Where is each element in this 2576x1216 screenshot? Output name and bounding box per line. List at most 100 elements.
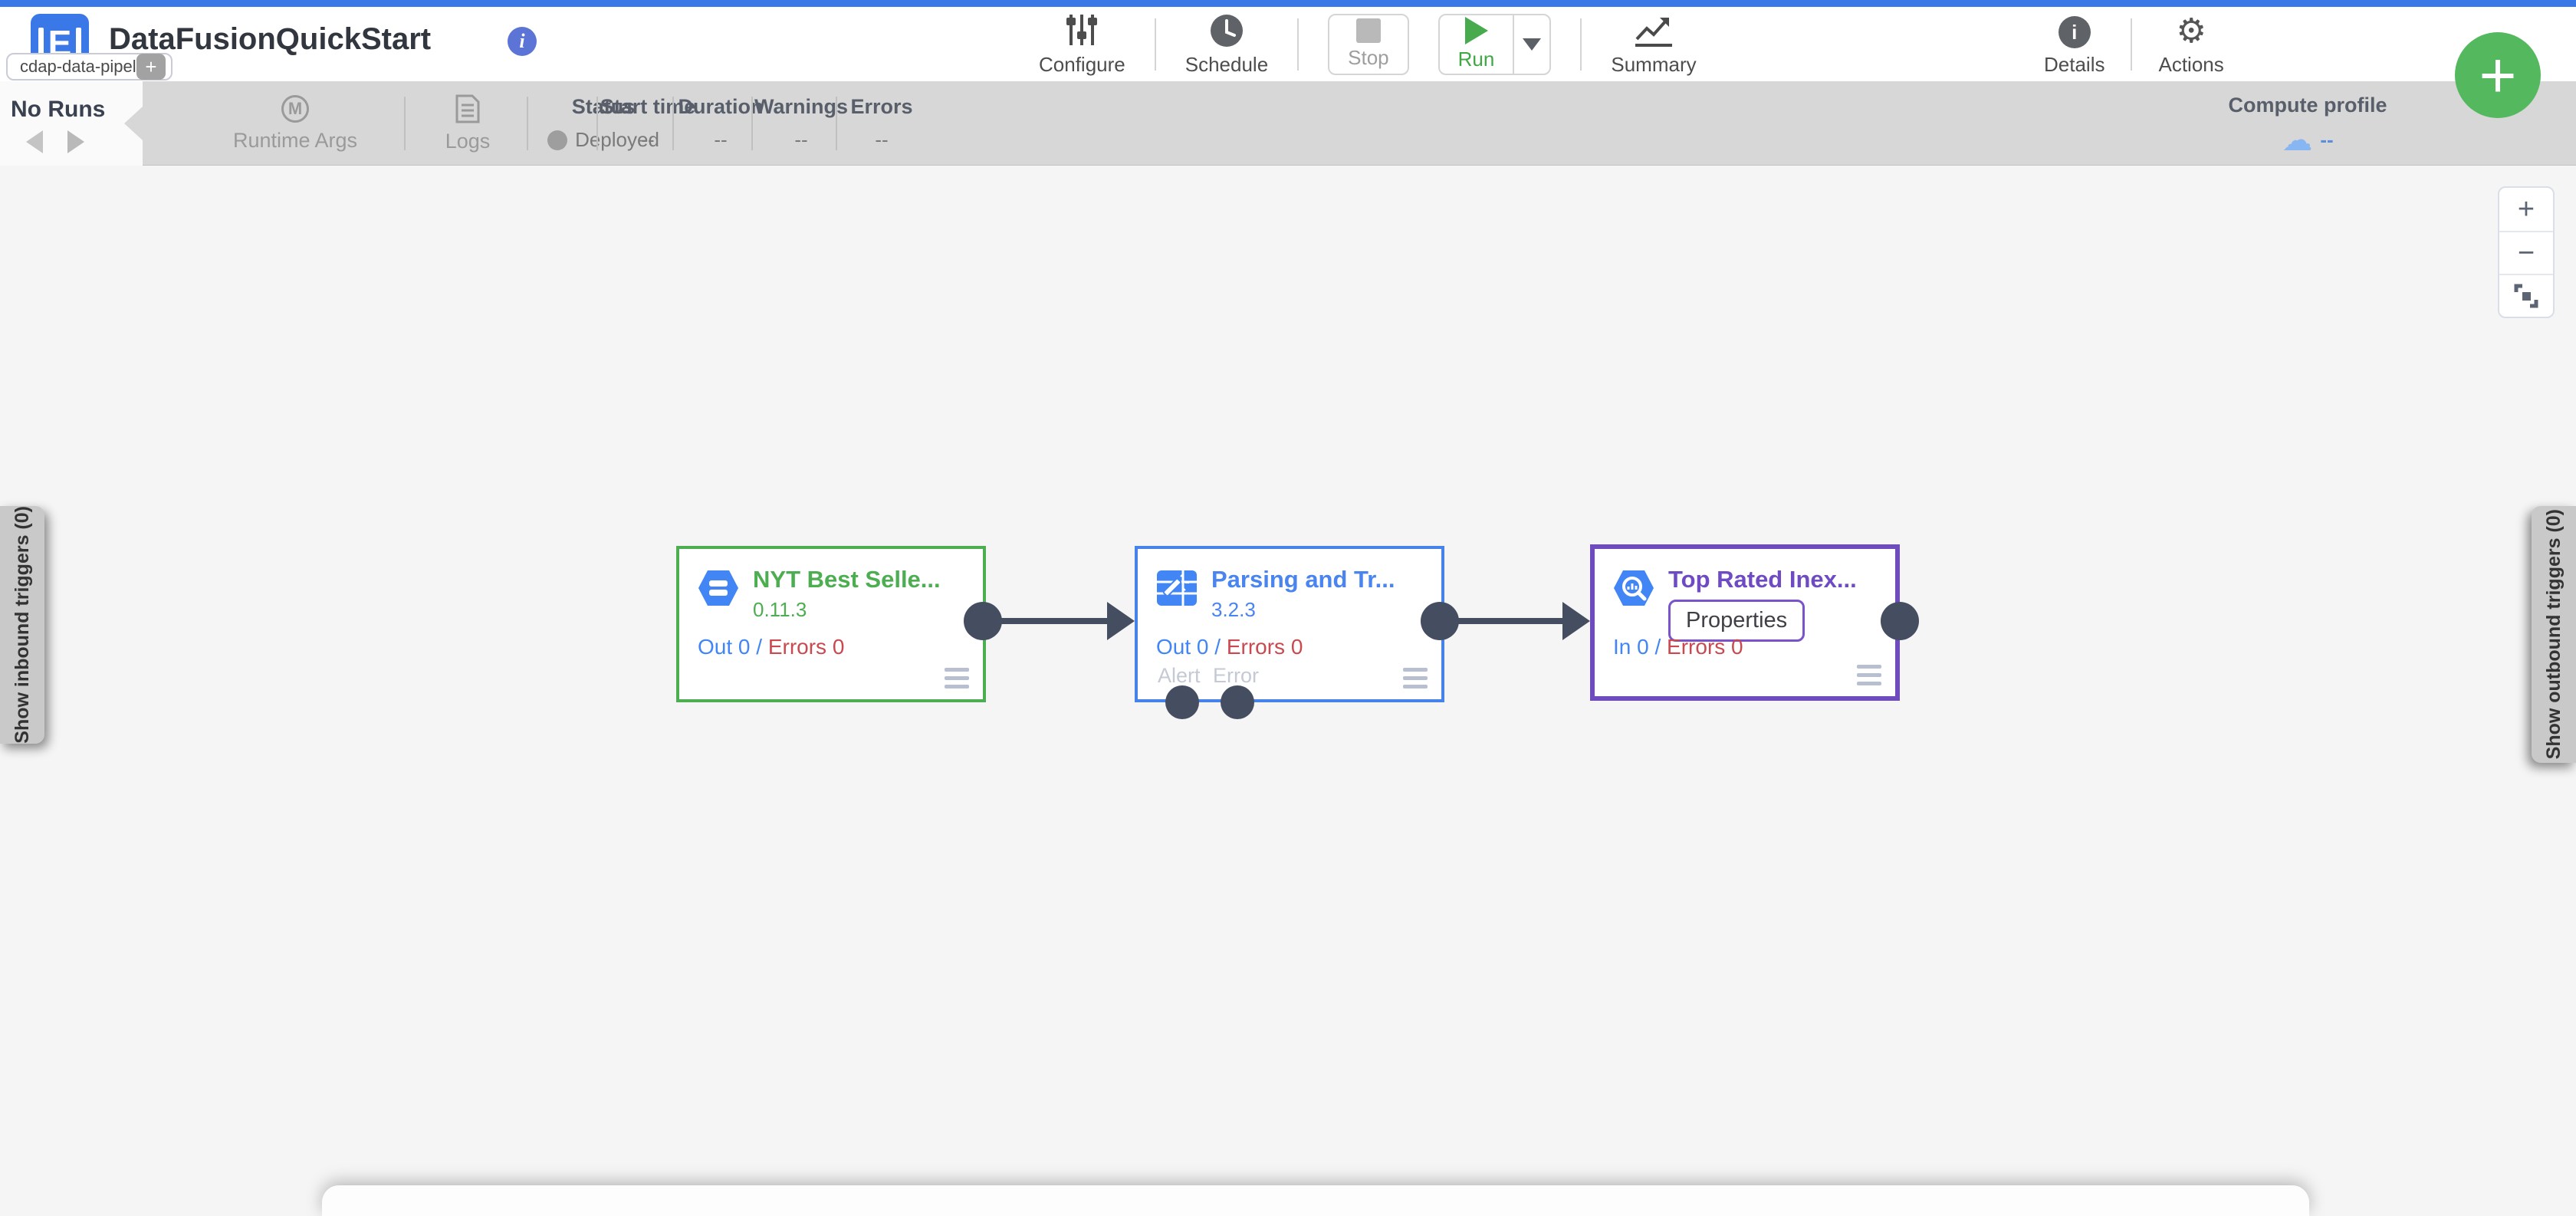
outbound-triggers-tab[interactable]: Show outbound triggers (0) (2532, 506, 2576, 763)
warnings-value: -- (794, 128, 808, 151)
summary-label: Summary (1611, 53, 1697, 76)
status-dot-icon (547, 130, 568, 150)
add-tag-button[interactable]: + (136, 54, 166, 80)
warnings-field: Warnings -- (754, 95, 848, 151)
logs-label: Logs (445, 129, 491, 153)
node-title: Top Rated Inex... (1668, 566, 1857, 593)
details-button[interactable]: i Details (2044, 7, 2104, 81)
gear-icon: ⚙ (2176, 12, 2206, 51)
node-menu-button[interactable] (1857, 665, 1881, 685)
error-port[interactable] (1221, 685, 1254, 719)
runtime-args-icon: M (281, 94, 309, 123)
configure-label: Configure (1039, 53, 1125, 76)
details-label: Details (2044, 53, 2105, 76)
chevron-down-icon (1523, 38, 1542, 51)
database-source-icon (696, 566, 741, 610)
node-1-output-port[interactable] (964, 602, 1002, 640)
node-3-output-port[interactable] (1881, 602, 1919, 640)
alert-port-label: Alert (1158, 664, 1201, 687)
node-out-metric[interactable]: Out 0 (698, 635, 751, 659)
errors-value: -- (875, 128, 889, 151)
inbound-triggers-label: Show inbound triggers (0) (11, 506, 33, 744)
schedule-label: Schedule (1184, 53, 1269, 76)
node-menu-button[interactable] (1403, 668, 1428, 689)
node-parsing-transform[interactable]: Parsing and Tr... 3.2.3 Out 0 / Errors 0… (1135, 546, 1444, 719)
duration-field: Duration -- (678, 95, 764, 151)
compute-profile[interactable]: Compute profile ☁ -- (2193, 81, 2423, 166)
stop-button[interactable]: Stop (1328, 13, 1409, 75)
run-options-button[interactable] (1513, 15, 1549, 74)
logs-button[interactable]: Logs (414, 81, 521, 166)
cloud-icon: ☁ (2282, 122, 2313, 158)
canvas-zoom-controls: + − (2498, 186, 2555, 318)
duration-value: -- (714, 128, 728, 151)
play-icon (1464, 17, 1488, 44)
node-2-output-port[interactable] (1421, 602, 1459, 640)
clock-icon (1209, 12, 1244, 48)
header: E DataFusionQuickStart i cdap-data-pipel… (0, 7, 2576, 81)
summary-button[interactable]: Summary (1611, 7, 1697, 81)
wire-arrowhead (1562, 602, 1590, 640)
node-version: 3.2.3 (1211, 598, 1256, 621)
node-menu-button[interactable] (945, 668, 969, 689)
compute-profile-value: -- (2320, 128, 2334, 151)
node-version: 0.11.3 (753, 598, 807, 621)
wire-node2-node3 (1440, 618, 1566, 624)
outbound-triggers-label: Show outbound triggers (0) (2542, 509, 2564, 760)
zoom-out-button[interactable]: − (2499, 231, 2553, 274)
chart-line-icon (1634, 12, 1674, 48)
next-run-arrow[interactable] (67, 130, 84, 153)
run-status-bar: No Runs M Runtime Args Logs Status Deplo… (0, 81, 2576, 166)
toolbar-divider (1580, 18, 1582, 71)
start-time-value: -- (641, 128, 655, 151)
info-circle-icon: i (2058, 12, 2091, 48)
node-top-rated-sink[interactable]: Top Rated Inex... Properties In 0 / Erro… (1590, 544, 1900, 701)
wire-arrowhead (1107, 602, 1135, 640)
error-port-label: Error (1213, 664, 1259, 687)
status-value: Deployed (575, 128, 659, 151)
bottom-console-panel[interactable] (322, 1185, 2309, 1216)
status-field: Status Deployed (515, 81, 692, 166)
start-time-field: Start time -- (600, 95, 696, 151)
node-out-metric[interactable]: Out 0 (1156, 635, 1209, 659)
compute-profile-label: Compute profile (2228, 93, 2387, 117)
status-label: Status (571, 95, 636, 118)
configure-button[interactable]: Configure (1039, 7, 1125, 81)
pipeline-canvas[interactable]: NYT Best Selle... 0.11.3 Out 0 / Errors … (0, 166, 2576, 1205)
runtime-args-button[interactable]: M Runtime Args (219, 81, 372, 166)
node-errors-metric[interactable]: Errors 0 (1226, 635, 1303, 659)
alert-port[interactable] (1165, 685, 1199, 719)
node-nyt-best-sellers[interactable]: NYT Best Selle... 0.11.3 Out 0 / Errors … (676, 546, 986, 702)
info-icon[interactable]: i (508, 27, 537, 56)
runs-tab: No Runs (0, 81, 143, 166)
top-accent-strip (0, 0, 2576, 7)
run-button[interactable]: Run (1440, 15, 1513, 74)
properties-button[interactable]: Properties (1668, 600, 1806, 642)
zoom-in-button[interactable]: + (2517, 192, 2535, 225)
wire-node1-node2 (983, 618, 1110, 624)
run-label: Run (1457, 48, 1495, 71)
node-title: Parsing and Tr... (1211, 566, 1395, 593)
inbound-triggers-tab[interactable]: Show inbound triggers (0) (0, 506, 44, 744)
actions-label: Actions (2158, 53, 2224, 76)
schedule-button[interactable]: Schedule (1185, 7, 1268, 81)
bigquery-sink-icon (1612, 566, 1656, 610)
run-button-group: Run (1438, 13, 1552, 75)
runtime-args-label: Runtime Args (232, 128, 358, 152)
no-runs-label: No Runs (11, 97, 106, 122)
node-errors-metric[interactable]: Errors 0 (1667, 635, 1743, 659)
node-in-metric[interactable]: In 0 (1613, 635, 1649, 659)
node-title: NYT Best Selle... (753, 566, 941, 593)
pipeline-title: DataFusionQuickStart (109, 22, 432, 56)
wrangler-transform-icon (1155, 566, 1199, 610)
actions-button[interactable]: ⚙ Actions (2158, 7, 2223, 81)
node-errors-metric[interactable]: Errors 0 (767, 635, 845, 659)
add-entity-fab[interactable]: + (2455, 32, 2541, 118)
toolbar-divider (2131, 18, 2133, 71)
stop-label: Stop (1348, 46, 1389, 69)
stop-icon (1355, 18, 1381, 43)
toolbar-divider (1297, 18, 1300, 71)
previous-run-arrow[interactable] (26, 130, 43, 153)
fit-to-screen-button[interactable] (2499, 274, 2553, 317)
logs-icon (455, 94, 480, 123)
